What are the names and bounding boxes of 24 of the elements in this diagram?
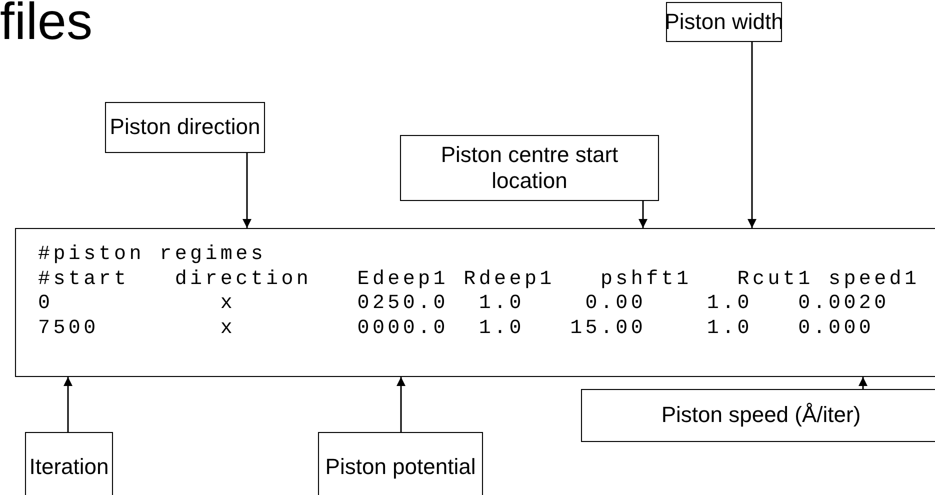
code-line: #piston regimes — [38, 243, 266, 268]
slide-title: files — [0, 0, 92, 52]
callout-text: Piston direction — [110, 114, 260, 141]
callout-text: Iteration — [29, 454, 109, 480]
code-line: 0 x 0250.0 1.0 0.00 1.0 0.0020 — [38, 292, 890, 316]
code-line: 7500 x 0000.0 1.0 15.00 1.0 0.000 — [38, 316, 874, 341]
code-line: #start direction Edeep1 Rdeep1 pshft1 Rcut1 speed1 — [38, 268, 920, 292]
arrow — [242, 153, 252, 228]
callout-text: Piston centre start location — [440, 142, 620, 194]
callout-box — [318, 432, 483, 495]
callout-box — [25, 432, 113, 495]
arrow — [638, 201, 648, 228]
callout-text: Piston potential — [325, 454, 476, 480]
code-block — [15, 228, 935, 377]
arrow — [396, 377, 406, 432]
callout-text: Piston speed (Å/iter) — [661, 402, 861, 429]
callout-text: Piston width — [664, 8, 784, 36]
arrow — [748, 42, 756, 228]
arrow — [858, 377, 868, 389]
arrow — [64, 377, 72, 432]
callout-box — [105, 102, 265, 153]
callout-box — [400, 135, 659, 201]
callout-box — [581, 389, 935, 442]
callout-box — [666, 2, 782, 42]
